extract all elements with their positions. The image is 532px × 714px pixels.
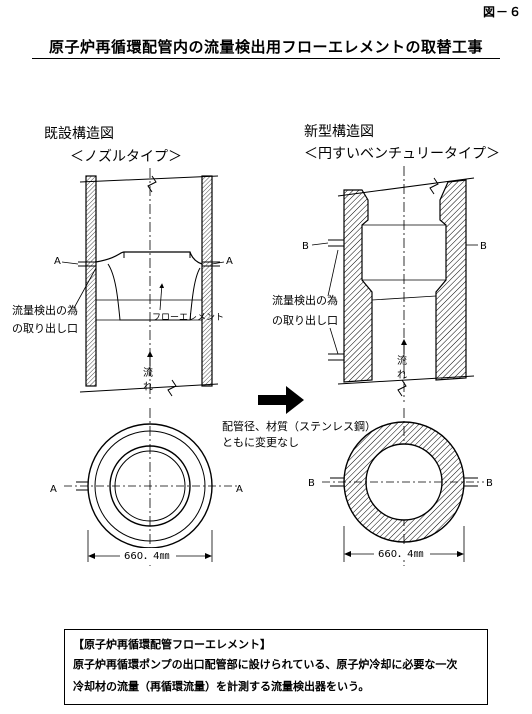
old-section-a-left: A (50, 484, 57, 495)
new-section-label-left: B (302, 241, 309, 252)
new-section-b-left: B (308, 478, 315, 489)
old-section-a-right: A (236, 484, 243, 495)
new-dimension-label: 660．4㎜ (378, 549, 423, 560)
transition-arrow (258, 386, 304, 414)
old-pipe-longitudinal (78, 168, 220, 402)
new-flow-label-1: 流 (397, 354, 407, 367)
definition-body: 原子炉再循環ポンプの出口配管部に設けられている、原子炉冷却に必要な一次 冷却材の… (73, 654, 479, 698)
new-tap-label-line1: 流量検出の為 (272, 293, 338, 307)
definition-heading: 【原子炉再循環配管フローエレメント】 (73, 638, 271, 651)
old-element-label: フローエレメント (152, 313, 224, 323)
old-flow-label-2: れ (143, 381, 153, 393)
title-underline (32, 58, 500, 59)
old-pipe-cross-section (64, 408, 238, 566)
new-heading: 新型構造図 (304, 124, 374, 140)
definition-line-1: 原子炉再循環ポンプの出口配管部に設けられている、原子炉冷却に必要な一次 (73, 658, 458, 671)
old-subheading: ＜ノズルタイプ＞ (70, 149, 182, 165)
new-tap-label-line2: の取り出し口 (272, 313, 338, 327)
new-subheading: ＜円すいベンチュリータイプ＞ (304, 146, 500, 162)
old-tap-label-line1: 流量検出の為 (12, 303, 78, 317)
old-dimension-label: 660．4㎜ (124, 551, 169, 562)
new-section-b-right: B (486, 478, 493, 489)
definition-line-2: 冷却材の流量（再循環流量）を計測する流量検出器をいう。 (73, 680, 370, 693)
old-section-label-left: A (54, 256, 61, 267)
transition-note-line1: 配管径、材質（ステンレス鋼） (222, 419, 376, 433)
transition-note-line2: ともに変更なし (222, 435, 299, 449)
definition-box: 【原子炉再循環配管フローエレメント】 原子炉再循環ポンプの出口配管部に設けられて… (64, 629, 488, 705)
new-pipe-longitudinal (328, 166, 475, 402)
old-tap-label-line2: の取り出し口 (12, 321, 78, 335)
new-section-label-right: B (480, 241, 487, 252)
old-heading: 既設構造図 (44, 126, 114, 142)
new-pipe-cross-section (322, 408, 484, 566)
old-flow-label-1: 流 (143, 366, 153, 379)
old-section-label-right: A (226, 256, 233, 267)
new-flow-label-2: れ (397, 369, 407, 381)
page-title: 原子炉再循環配管内の流量検出用フローエレメントの取替工事 (48, 38, 483, 56)
figure-number: 図－６ (482, 5, 522, 19)
